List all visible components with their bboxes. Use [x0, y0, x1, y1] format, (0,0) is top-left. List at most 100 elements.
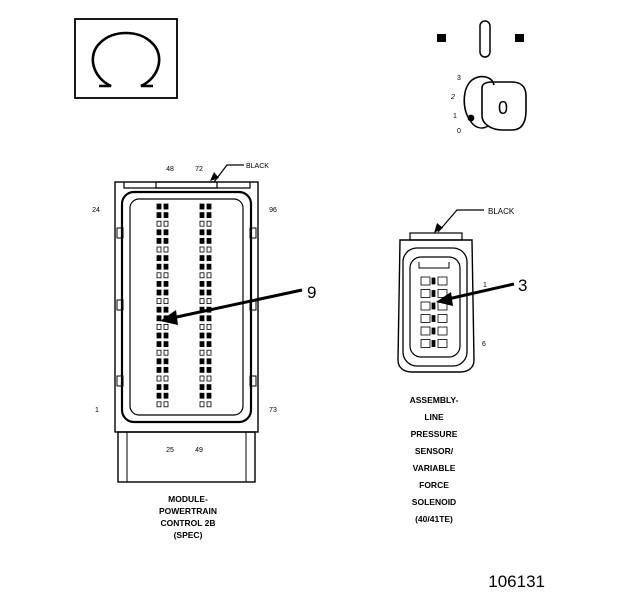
- sensor-color-arrowhead: [434, 223, 443, 233]
- pcm-pin-label-73: 73: [269, 407, 277, 414]
- pcm-pin-cavity: [163, 401, 169, 408]
- pcm-pin-cavity: [156, 220, 162, 227]
- pcm-pin-cavity: [206, 358, 212, 365]
- key-position-dot: [467, 114, 475, 122]
- pcm-pin-cavity: [163, 289, 169, 296]
- pcm-pin-cavity: [156, 384, 162, 391]
- sensor-caption-line-2: LINE: [424, 412, 444, 422]
- pcm-pin-label-96: 96: [269, 207, 277, 214]
- pcm-caption-line-1: MODULE-: [168, 494, 208, 504]
- pcm-latch-left-bottom: [116, 375, 124, 387]
- pcm-pin-cavity: [163, 341, 169, 348]
- sensor-pin-contact: [431, 315, 436, 322]
- sensor-caption-line-8: (40/41TE): [415, 514, 453, 524]
- pcm-pin-cavity: [156, 237, 162, 244]
- pcm-pin-cavity: [206, 323, 212, 330]
- pcm-callout-leader: [171, 288, 303, 320]
- pcm-pin-cavity: [206, 220, 212, 227]
- ignition-slot-right: [515, 34, 524, 42]
- sensor-color-leader: [437, 209, 484, 233]
- pcm-pin-cavity: [163, 229, 169, 236]
- pcm-pin-cavity: [156, 358, 162, 365]
- pcm-pin-cavity: [206, 289, 212, 296]
- ignition-position-1: 1: [453, 113, 457, 120]
- sensor-callout-number: 3: [518, 276, 527, 295]
- sensor-caption-line-4: SENSOR/: [415, 446, 454, 456]
- sensor-lock-tab: [418, 262, 450, 269]
- sensor-connector-seal: [409, 256, 461, 358]
- sensor-pin-label-6: 6: [482, 341, 486, 348]
- pcm-pin-cavity: [206, 237, 212, 244]
- pcm-pin-cavity: [199, 392, 205, 399]
- sensor-pin-label-1: 1: [483, 282, 487, 289]
- pcm-pin-cavity: [156, 392, 162, 399]
- ignition-position-2: 2: [450, 94, 455, 101]
- pcm-pin-cavity: [156, 298, 162, 305]
- pcm-pin-cavity: [156, 263, 162, 270]
- pcm-pin-cavity: [163, 280, 169, 287]
- pcm-pin-cavity: [156, 341, 162, 348]
- pcm-pin-label-25: 25: [166, 447, 174, 454]
- pcm-pin-cavity: [156, 272, 162, 279]
- key-shadow: [469, 119, 489, 129]
- pcm-pin-cavity: [163, 220, 169, 227]
- pcm-pin-cavity: [199, 375, 205, 382]
- pcm-pin-cavity: [163, 375, 169, 382]
- pcm-pin-cavity: [156, 315, 162, 322]
- pcm-pin-cavity: [199, 349, 205, 356]
- pcm-pin-cavity: [199, 401, 205, 408]
- sensor-pin-cavity: [420, 314, 431, 323]
- ignition-cylinder-outline: [463, 75, 495, 121]
- key-mark-label: 0: [498, 98, 508, 118]
- pcm-connector-insert: [129, 198, 244, 416]
- pcm-pin-cavity: [206, 384, 212, 391]
- pcm-pin-cavity: [156, 229, 162, 236]
- pcm-pin-cavity: [156, 255, 162, 262]
- pcm-pin-cavity: [206, 349, 212, 356]
- pcm-connector-top-ledge: [123, 182, 251, 189]
- pcm-pin-cavity: [156, 375, 162, 382]
- sensor-pin-cavity: [420, 339, 431, 348]
- omega-glyph: [91, 31, 161, 88]
- sensor-pin-contact: [431, 327, 436, 335]
- pcm-caption-line-2: POWERTRAIN: [159, 506, 217, 516]
- pcm-pin-cavity: [199, 358, 205, 365]
- pcm-pin-cavity: [163, 332, 169, 339]
- pcm-pin-cavity: [163, 349, 169, 356]
- sensor-pin-contact: [431, 302, 436, 310]
- pcm-pin-cavity: [199, 289, 205, 296]
- pcm-pin-cavity: [163, 263, 169, 270]
- pcm-pin-cavity: [199, 341, 205, 348]
- pcm-pin-cavity: [156, 349, 162, 356]
- pcm-pin-cavity: [163, 358, 169, 365]
- sensor-caption-line-3: PRESSURE: [411, 429, 458, 439]
- pcm-pin-cavity: [199, 237, 205, 244]
- pcm-caption-line-4: (SPEC): [174, 530, 203, 540]
- key-head: [481, 81, 527, 131]
- sensor-connector: 1 6 BLACK 3 ASSEMBLY- LINE PRESSURE SENS…: [397, 207, 527, 524]
- sensor-pin-cavity: [420, 276, 431, 286]
- pcm-pin-cavity: [199, 298, 205, 305]
- pcm-pin-cavity: [156, 401, 162, 408]
- pcm-pin-cavity: [199, 332, 205, 339]
- sensor-pin-cavity: [437, 289, 448, 298]
- pcm-pin-cavity: [206, 392, 212, 399]
- key-slot: [479, 20, 491, 58]
- pcm-pin-cavity: [199, 255, 205, 262]
- pcm-pin-cavity: [206, 255, 212, 262]
- figure-id: 106131: [488, 572, 545, 591]
- sensor-pin-contact: [431, 290, 436, 297]
- pcm-pin-cavity: [163, 255, 169, 262]
- pcm-pin-cavity: [206, 315, 212, 322]
- pcm-callout-number: 9: [307, 283, 316, 302]
- pcm-pin-cavity: [206, 212, 212, 219]
- pcm-pin-cavity: [156, 332, 162, 339]
- pcm-color-arrowhead: [210, 172, 219, 181]
- pcm-pin-cavity: [206, 229, 212, 236]
- pcm-pin-cavity: [206, 366, 212, 373]
- pcm-connector-housing: [114, 181, 259, 433]
- pcm-pin-cavity: [163, 272, 169, 279]
- pcm-pin-cavity: [163, 392, 169, 399]
- pcm-pin-cavity: [206, 280, 212, 287]
